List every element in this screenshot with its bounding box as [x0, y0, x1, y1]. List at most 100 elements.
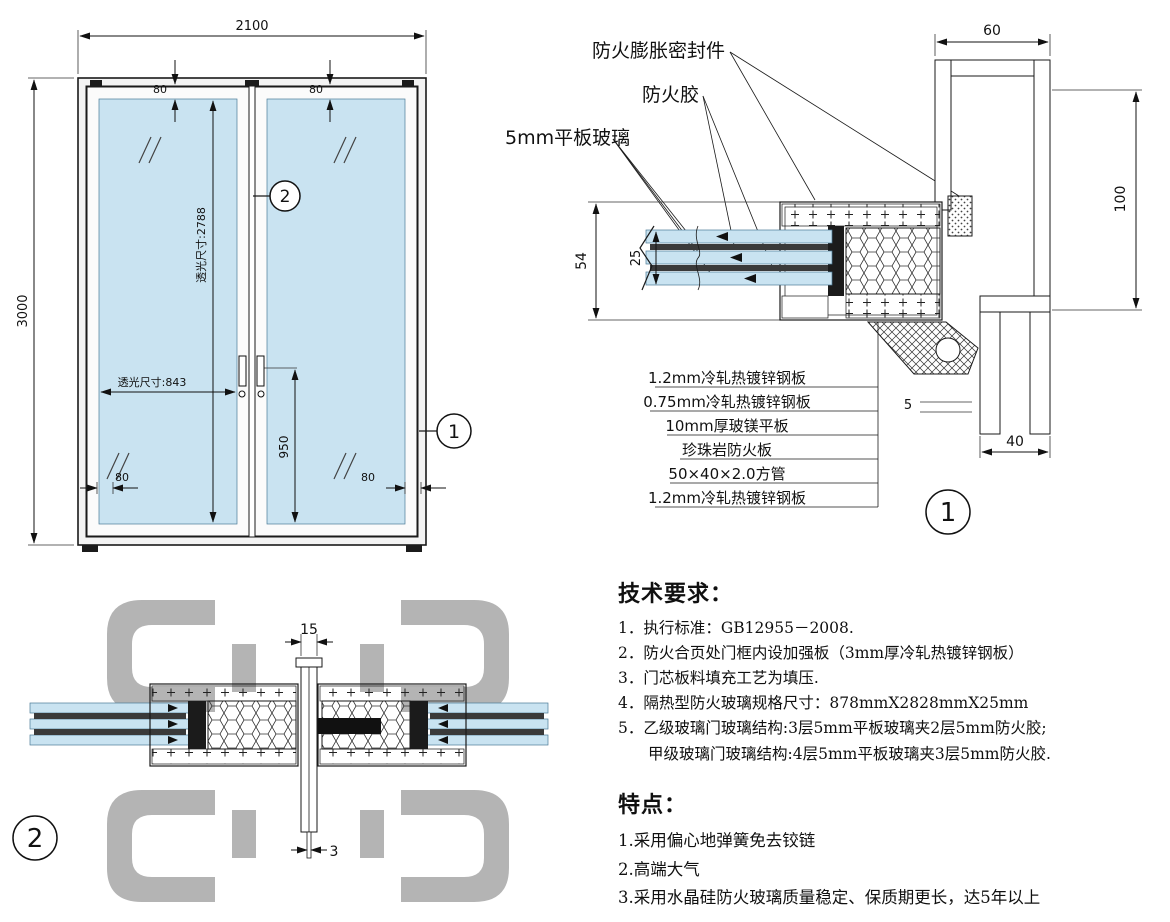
dim-40-label: 40 — [1006, 434, 1024, 450]
glass-left — [98, 98, 238, 525]
frame-foot-left — [82, 545, 98, 552]
detail-callout-2-ref: 2 — [253, 180, 301, 212]
glue-seal-block — [188, 701, 206, 749]
dim-door-width: 2100 — [77, 19, 427, 74]
tech-requirement-item: 2．防火合页处门框内设加强板（3mm厚冷轧热镀锌钢板） — [618, 644, 1024, 663]
door-leaf-right — [254, 86, 418, 537]
dim-clear-height: 透光尺寸:2788 — [194, 100, 217, 523]
tech-requirement-item-continuation: 甲级玻璃门玻璃结构:4层5mm平板玻璃夹3层5mm防火胶. — [648, 744, 1051, 763]
detail-1-callout: 1 — [925, 489, 971, 535]
label-fire-expansion-seal: 防火膨胀密封件 — [592, 40, 960, 201]
material-2: 10mm厚玻镁平板 — [665, 417, 788, 435]
dim-3-label: 3 — [330, 844, 339, 860]
dim-top-rail-right: 80 — [309, 60, 334, 122]
dim-54-label: 54 — [574, 252, 590, 270]
dim-clear-width: 透光尺寸:843 — [100, 375, 236, 396]
jamb-section-detail-drawing: 防火膨胀密封件 防火胶 5mm平板玻璃 60 100 — [505, 23, 1142, 535]
dim-glass-thickness: 25 — [629, 231, 660, 285]
material-1: 0.75mm冷轧热镀锌钢板 — [643, 393, 811, 411]
tech-requirement-item: 4．隔热型防火玻璃规格尺寸：878mmX2828mmX25mm — [618, 694, 1029, 713]
frame-profile — [934, 59, 1051, 435]
dim-60-label: 60 — [983, 23, 1001, 39]
fire-glue-text: 防火胶 — [642, 84, 699, 106]
feature-item: 1.采用偏心地弹簧免去铰链 — [618, 830, 816, 850]
left-leaf-casing — [149, 683, 299, 767]
dim-handle-height: 950 — [261, 367, 299, 523]
dim-top-rail-left: 80 — [153, 60, 179, 122]
frame-corner-piece — [866, 321, 979, 375]
detail-1-number: 1 — [940, 498, 957, 528]
detail-callout-1-ref: 1 — [419, 413, 472, 449]
dim-gap-5: 5 — [904, 398, 972, 413]
tech-requirement-item: 1．执行标准：GB12955－2008. — [618, 619, 854, 637]
dim-25-label: 25 — [629, 250, 644, 267]
meeting-stile-detail-drawing: 15 3 2 — [12, 600, 549, 902]
detail-2-number: 2 — [27, 824, 44, 854]
handle-bottom-left — [107, 790, 215, 902]
dim-80-label: 80 — [153, 83, 167, 96]
dim-80-label: 80 — [115, 471, 129, 484]
detail-2-callout: 2 — [12, 815, 58, 861]
dim-astragal-plate: 3 — [291, 844, 338, 860]
handle-post — [232, 644, 256, 692]
feature-item: 2.高端大气 — [618, 859, 700, 879]
mineral-strip-top — [781, 203, 941, 227]
callout-2-label: 2 — [280, 187, 291, 207]
expansion-seal-block — [947, 195, 973, 237]
mineral-strip-bottom — [845, 293, 941, 319]
material-4: 50×40×2.0方管 — [668, 465, 785, 483]
handle-post — [360, 644, 384, 692]
dim-frame-depth: 100 — [1052, 89, 1142, 311]
door-elevation-drawing: 2100 3000 80 80 — [16, 19, 472, 552]
frame-flange-left — [979, 311, 1001, 435]
pivot-hinges — [90, 80, 414, 86]
dim-bottom-rail-left: 80 — [80, 471, 138, 494]
fire-expansion-seal-text: 防火膨胀密封件 — [592, 40, 725, 62]
dim-leaf-thickness: 54 — [574, 201, 782, 321]
material-0: 1.2mm冷轧热镀锌钢板 — [648, 369, 806, 387]
dim-clear-width-label: 透光尺寸:843 — [118, 375, 187, 389]
perlite-board — [845, 227, 941, 295]
glass-right-section — [425, 702, 549, 746]
meeting-stile-handles — [238, 355, 265, 398]
dim-5-label: 5 — [904, 398, 912, 413]
material-3: 珍珠岩防火板 — [682, 441, 772, 459]
frame-foot-right — [406, 545, 422, 552]
dim-door-height-label: 3000 — [16, 294, 31, 327]
handle-post — [360, 810, 384, 858]
dim-astragal-overlap: 15 — [285, 622, 333, 656]
flat-glass-text: 5mm平板玻璃 — [505, 127, 630, 149]
callout-1-label: 1 — [448, 421, 460, 443]
dim-100-label: 100 — [1113, 186, 1129, 213]
tech-requirements-title: 技术要求： — [618, 581, 734, 607]
tech-requirement-item: 3．门芯板料填充工艺为填压. — [618, 669, 819, 688]
dim-950-label: 950 — [277, 436, 291, 459]
glass-hatch-marks — [106, 136, 357, 480]
notes-panel: 技术要求： 1．执行标准：GB12955－2008. 2．防火合页处门框内设加强… — [618, 576, 1170, 913]
glass-right — [266, 98, 406, 525]
glass-left-section — [29, 702, 191, 746]
frame-flange-right — [1029, 311, 1051, 435]
glass-stack — [639, 225, 833, 291]
dim-door-width-label: 2100 — [235, 19, 268, 34]
features-title: 特点： — [618, 791, 688, 818]
dim-80-label: 80 — [309, 83, 323, 96]
dim-80-label: 80 — [361, 471, 375, 484]
latch-bolt — [303, 718, 381, 734]
leaf-casing — [779, 201, 943, 321]
dim-bottom-rail-right: 80 — [361, 471, 446, 494]
feature-item: 3.采用水晶硅防火玻璃质量稳定、保质期更长，达5年以上 — [618, 888, 1041, 908]
tech-requirement-item: 5．乙级玻璃门玻璃结构:3层5mm平板玻璃夹2层5mm防火胶; — [618, 719, 1047, 738]
dim-frame-width: 60 — [934, 23, 1051, 56]
label-flat-glass: 5mm平板玻璃 — [505, 127, 715, 279]
dim-flange-40: 40 — [979, 434, 1051, 458]
dim-clear-height-label: 透光尺寸:2788 — [194, 207, 208, 283]
material-callouts: 1.2mm冷轧热镀锌钢板 0.75mm冷轧热镀锌钢板 10mm厚玻镁平板 珍珠岩… — [643, 322, 879, 508]
dim-15-label: 15 — [300, 622, 318, 638]
handle-post — [232, 810, 256, 858]
perlite-board — [207, 700, 297, 750]
astragal — [295, 657, 323, 859]
glue-seal-block — [410, 701, 428, 749]
material-5: 1.2mm冷轧热镀锌钢板 — [648, 489, 806, 507]
label-fire-glue: 防火胶 — [642, 84, 773, 267]
